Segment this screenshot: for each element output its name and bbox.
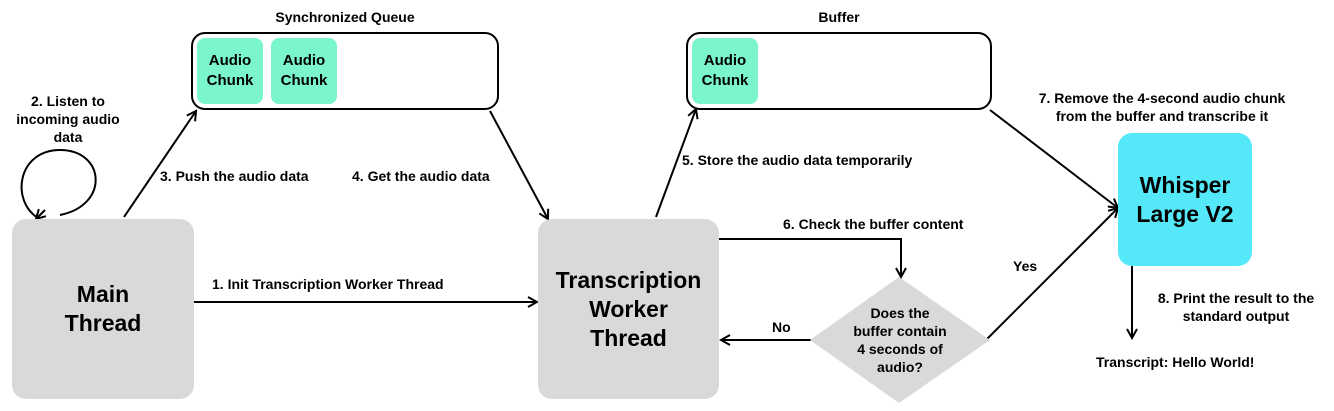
step-7-label: 7. Remove the 4-second audio chunk from … — [1038, 90, 1286, 124]
buffer-audio-chunk: Audio Chunk — [692, 38, 758, 104]
step-1-label: 1. Init Transcription Worker Thread — [212, 276, 444, 292]
chunk-label: Audio Chunk — [701, 52, 749, 89]
step-5-label: 5. Store the audio data temporarily — [682, 152, 913, 168]
check-arrow — [719, 238, 901, 277]
chunk-label: Audio Chunk — [280, 52, 328, 89]
push-arrow — [123, 111, 196, 218]
queue-title: Synchronized Queue — [275, 9, 415, 25]
step-2-label: 2. Listen to incoming audio data — [16, 93, 120, 145]
yes-arrow — [985, 208, 1118, 341]
chunk-label: Audio Chunk — [206, 52, 254, 89]
transcript-output: Transcript: Hello World! — [1096, 354, 1255, 370]
get-arrow — [489, 110, 548, 219]
main-thread-box: Main Thread — [12, 219, 194, 399]
decision-text: Does the buffer contain 4 seconds of aud… — [853, 305, 947, 375]
step-3-label: 3. Push the audio data — [160, 168, 309, 184]
store-arrow — [655, 109, 696, 218]
no-label: No — [772, 319, 791, 335]
whisper-label: Whisper Large V2 — [1136, 171, 1234, 227]
yes-label: Yes — [1013, 258, 1038, 274]
listen-loop-arrow — [20, 148, 97, 219]
remove-arrow — [989, 109, 1118, 208]
decision-diamond — [810, 277, 990, 403]
buffer-title: Buffer — [818, 9, 860, 25]
step-6-label: 6. Check the buffer content — [783, 216, 964, 232]
transcription-worker-box: Transcription Worker Thread — [538, 219, 719, 399]
transcription-worker-label: Transcription Worker Thread — [555, 266, 702, 351]
whisper-large-v2-box: Whisper Large V2 — [1118, 133, 1252, 266]
step-8-label: 8. Print the result to the standard outp… — [1157, 290, 1315, 324]
step-4-label: 4. Get the audio data — [352, 168, 490, 184]
main-thread-label: Main Thread — [64, 281, 142, 336]
queue-audio-chunk-2: Audio Chunk — [271, 38, 337, 104]
queue-audio-chunk-1: Audio Chunk — [197, 38, 263, 104]
